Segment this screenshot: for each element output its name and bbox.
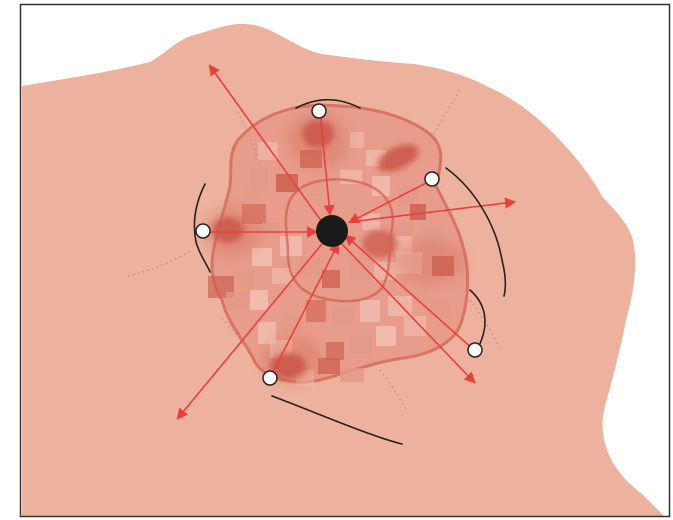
arrow-inward-north [319, 111, 335, 217]
arrow-inward-northeast [348, 179, 433, 224]
patch-square [430, 300, 450, 318]
hotspot-halo [262, 336, 322, 384]
boundary-curve [445, 167, 507, 297]
patch-square [300, 256, 322, 278]
hotspot-halos [202, 112, 466, 384]
spread-arrows [176, 64, 517, 420]
patch-square [280, 236, 302, 256]
patch-square [360, 300, 380, 322]
patch-square [226, 292, 248, 310]
arrow-southwest [176, 243, 323, 420]
outer-nodes [195, 103, 483, 386]
patch-square [272, 268, 292, 284]
dotted-trail [429, 89, 461, 141]
patch-square [350, 336, 372, 354]
patch-square [410, 284, 430, 302]
patch-square [332, 306, 354, 324]
boundary-curve [295, 98, 361, 109]
arrow-inward-southeast [344, 234, 475, 351]
patch-square [362, 214, 380, 230]
patch-square [326, 342, 344, 360]
outer-node [424, 171, 440, 187]
patch-square [250, 290, 268, 310]
patch-square [340, 368, 364, 382]
dotted-trail [127, 249, 193, 277]
hotspot [362, 230, 398, 258]
patch-square [376, 326, 396, 346]
patch-square [258, 142, 278, 160]
boundary-curve [469, 289, 486, 349]
hotspot-halo [394, 240, 466, 284]
patch-square [306, 300, 326, 322]
patch-square [244, 186, 260, 202]
patch-square [276, 174, 298, 192]
arrow-northwest [208, 64, 323, 223]
arrow-southeast [339, 241, 476, 384]
inner-region [284, 178, 394, 303]
hotspot [377, 144, 419, 172]
image-frame [19, 3, 671, 518]
patch-square [350, 258, 370, 280]
hotspot-halo [288, 112, 348, 168]
patch-square [322, 270, 340, 288]
patch-square [394, 220, 414, 238]
patch-square [398, 188, 418, 206]
patch-square [404, 316, 426, 336]
patch-square [410, 204, 426, 220]
outer-node [467, 342, 483, 358]
dotted-trail [469, 299, 501, 351]
boundary-curve [193, 183, 211, 273]
arrow-inward-southwest [269, 242, 340, 379]
boundary-curves [193, 98, 507, 445]
outer-node [262, 370, 278, 386]
patch-square [282, 314, 304, 332]
outer-node [195, 223, 211, 239]
patch-square [252, 248, 272, 266]
patch-square [318, 358, 340, 374]
outer-node [311, 103, 327, 119]
center-node [316, 215, 348, 247]
patch-square [350, 132, 364, 148]
patch-square [258, 322, 276, 344]
boundary-curve [271, 395, 403, 445]
patch-square [262, 222, 280, 238]
patch-square [236, 270, 254, 292]
arrow-east [349, 197, 517, 223]
patch-square [250, 168, 268, 190]
